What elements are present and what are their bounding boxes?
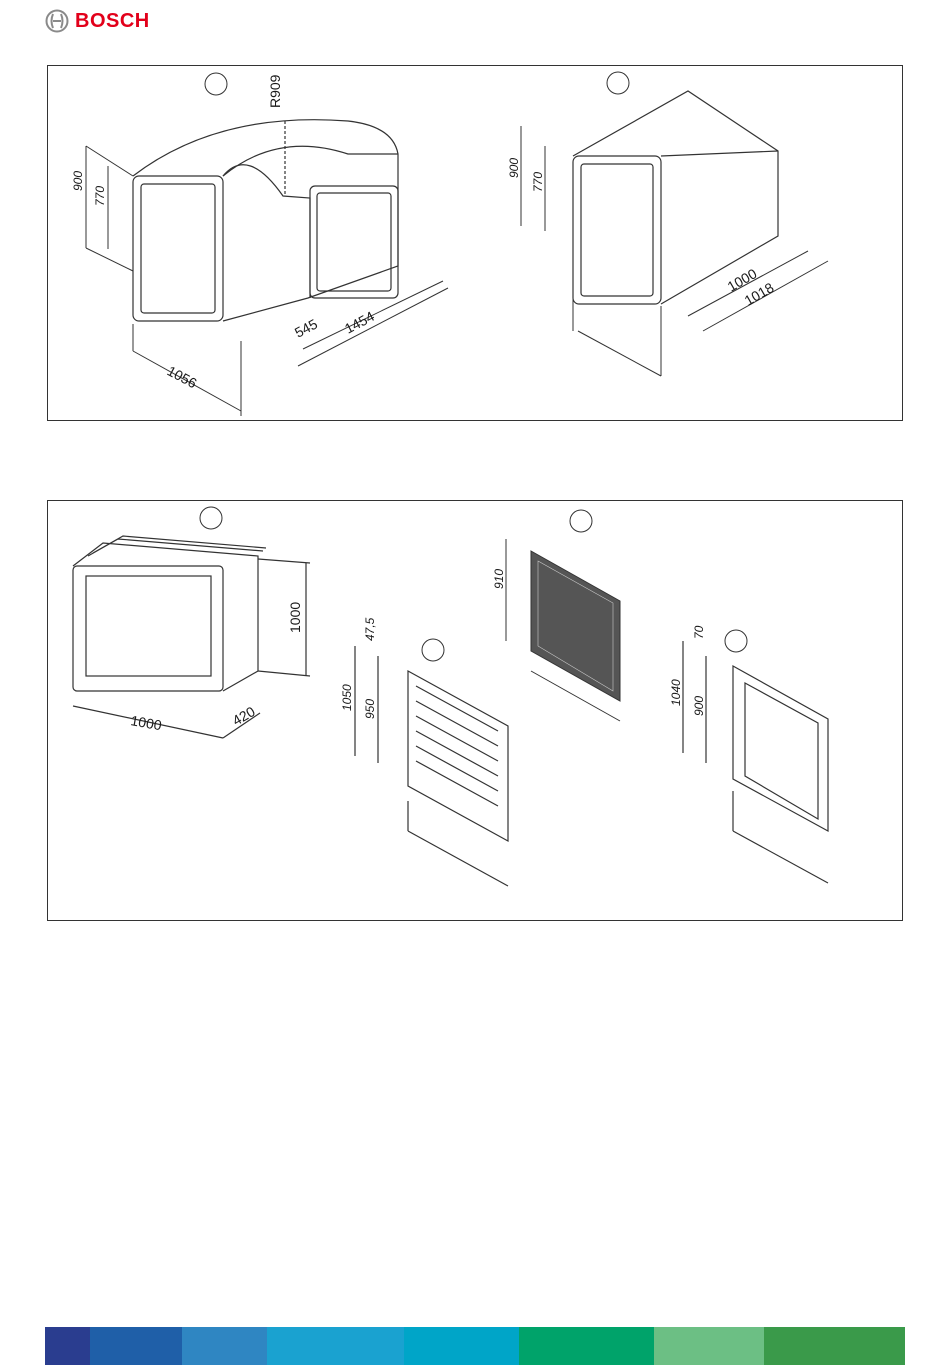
grille-frame: [408, 671, 508, 841]
elbow-front-face: [133, 176, 223, 321]
callout-filter: [570, 510, 592, 532]
straight-height-outer: 900: [507, 158, 521, 178]
footer-color-segment: [764, 1327, 905, 1365]
callout-straight: [607, 72, 629, 94]
grille-louvres: [416, 686, 498, 806]
connector-width: 1000: [129, 712, 163, 733]
grille-height-inner: 950: [363, 699, 377, 719]
brand-logo: BOSCH: [45, 8, 150, 34]
footer-color-bar: [45, 1327, 905, 1365]
connector-bellows: [73, 543, 258, 691]
footer-color-segment: [404, 1327, 519, 1365]
filter-mesh: [506, 539, 620, 721]
connector-front-face: [73, 566, 223, 691]
callout-connector: [200, 507, 222, 529]
connector-height: 1000: [287, 602, 303, 633]
elbow-radius: R909: [267, 74, 283, 108]
grille-offset: 47,5: [363, 617, 377, 641]
connector-depth: 420: [230, 703, 258, 729]
callout-frame: [725, 630, 747, 652]
brand-name: BOSCH: [75, 10, 150, 33]
frame-outer: [733, 666, 828, 831]
connector-folds: [88, 536, 266, 556]
elbow-height-inner: 770: [93, 186, 107, 206]
footer-color-segment: [45, 1327, 90, 1365]
filter-height: 910: [492, 569, 506, 589]
callout-grille: [422, 639, 444, 661]
duct-drawing-bottom: 1000 1000 420 1050 950 47,5 910 1040: [48, 501, 904, 922]
elbow-side-inner: [317, 193, 391, 291]
footer-color-segment: [267, 1327, 404, 1365]
elbow-top-curve: [223, 146, 398, 176]
grille-height-outer: 1050: [340, 684, 354, 711]
mounting-frame: [683, 641, 828, 883]
frame-inner: [745, 683, 818, 819]
elbow-height-outer: 900: [71, 171, 85, 191]
straight-front-inner: [581, 164, 653, 296]
figure-panel-bottom: 1000 1000 420 1050 950 47,5 910 1040: [47, 500, 903, 921]
frame-height-outer: 1040: [669, 679, 683, 706]
elbow-leg: 545: [292, 315, 320, 340]
elbow-length: 1454: [342, 308, 377, 337]
elbow-front-inner: [141, 184, 215, 313]
footer-color-segment: [182, 1327, 267, 1365]
flex-connector: [73, 536, 310, 738]
straight-dimensions: [521, 126, 828, 376]
frame-offset: 70: [692, 625, 706, 639]
footer-color-segment: [654, 1327, 764, 1365]
figure-panel-top: 900 770 R909 1056 545 1454 900 770 1000 …: [47, 65, 903, 421]
straight-height-inner: 770: [531, 172, 545, 192]
straight-front-face: [573, 156, 661, 304]
elbow-depth: 1056: [165, 363, 200, 392]
frame-height-inner: 900: [692, 696, 706, 716]
duct-drawing-top: 900 770 R909 1056 545 1454 900 770 1000 …: [48, 66, 904, 422]
elbow-duct: [133, 120, 398, 321]
footer-color-segment: [519, 1327, 654, 1365]
connector-inner: [86, 576, 211, 676]
footer-color-segment: [90, 1327, 182, 1365]
louvre-grille: [355, 646, 508, 886]
bosch-armature-icon: [45, 9, 69, 33]
elbow-inner-edge: [223, 165, 310, 298]
callout-elbow: [205, 73, 227, 95]
